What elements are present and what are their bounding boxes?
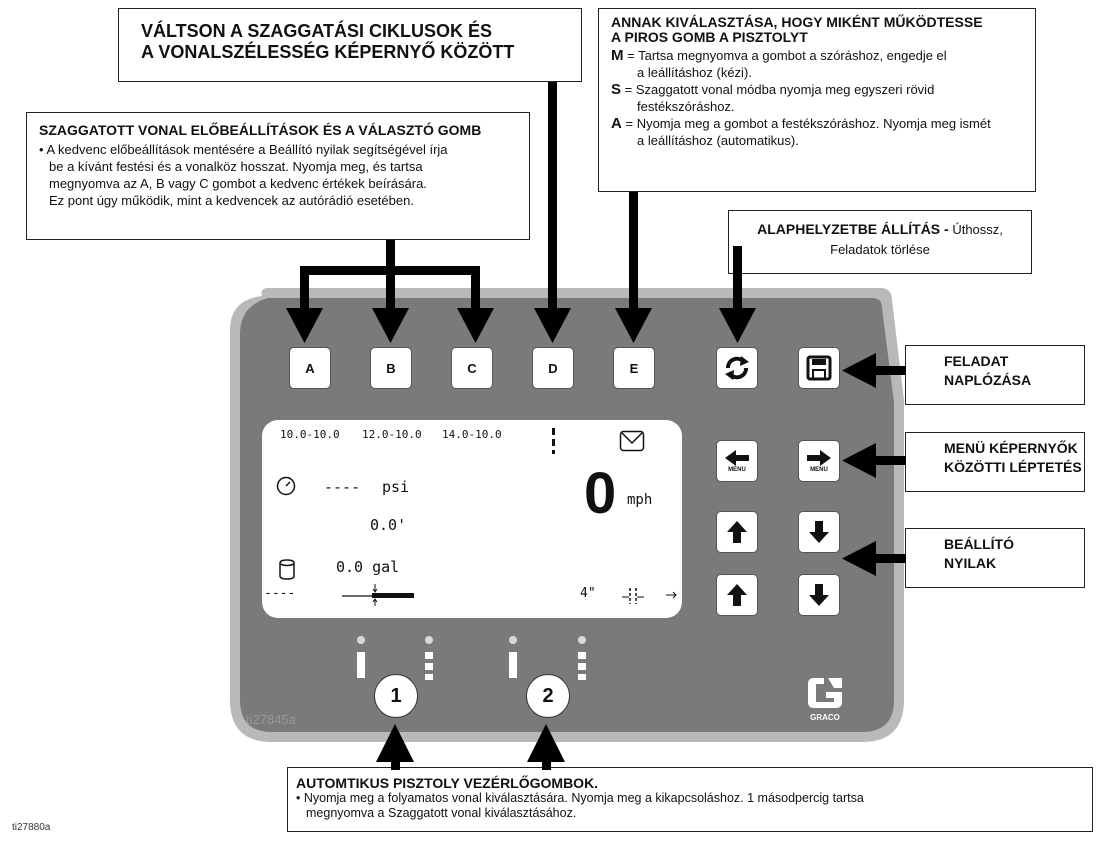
distance-value: 0.0' [370,516,407,534]
up-arrow-icon [727,521,747,543]
adjust-up-button-1[interactable] [716,511,758,553]
gun-1-button[interactable]: 1 [374,674,418,718]
reset-callout: ALAPHELYZETBE ÁLLÍTÁS - Úthossz, Feladat… [728,210,1032,274]
panel-id-label: ti27845a [246,712,296,727]
preset-a-button[interactable]: A [289,347,331,389]
menu-left-button[interactable]: MENU [716,440,758,482]
graco-logo: GRACO [800,676,850,722]
gap-dashes: ---- [264,586,296,601]
gun2-solid-led [509,636,517,644]
trigger-callout-title: ANNAK KIVÁLASZTÁSA, HOGY MIKÉNT MŰKÖDTES… [611,14,983,45]
line-width-value: 4" [580,586,596,601]
pressure-unit: psi [382,478,410,496]
trigger-mode-e-button[interactable]: E [613,347,655,389]
gun2-skip-indicator [578,652,586,680]
reset-icon [725,356,749,380]
presets-callout-body: • A kedvenc előbeállítások mentésére a B… [39,142,448,208]
trigger-mode-callout: ANNAK KIVÁLASZTÁSA, HOGY MIKÉNT MŰKÖDTES… [598,8,1036,192]
up-arrow-icon [727,584,747,606]
gun1-solid-led [357,636,365,644]
adjust-callout: BEÁLLÍTÓ NYILAK [905,528,1085,588]
presets-callout-title: SZAGGATOTT VONAL ELŐBEÁLLÍTÁSOK ÉS A VÁL… [39,122,482,138]
log-callout: FELADAT NAPLÓZÁSA [905,345,1085,405]
preset-2-value: 12.0-10.0 [362,428,422,441]
trigger-callout-body: M = Tartsa megnyomva a gombot a szórásho… [611,47,991,148]
down-arrow-icon [809,584,829,606]
preset-c-button[interactable]: C [451,347,493,389]
toggle-screens-callout: VÁLTSON A SZAGGATÁSI CIKLUSOK ÉS A VONAL… [118,8,582,82]
line-width-icon [622,588,677,604]
tank-icon [279,559,295,580]
reset-button[interactable] [716,347,758,389]
menu-callout: MENÜ KÉPERNYŐK KÖZÖTTI LÉPTETÉS [905,432,1085,492]
lcd-screen: 10.0-10.0 12.0-10.0 14.0-10.0 ---- psi 0… [262,420,682,618]
gun-2-button[interactable]: 2 [526,674,570,718]
adjust-down-button-1[interactable] [798,511,840,553]
gun1-solid-indicator [357,652,365,678]
toggle-callout-title: VÁLTSON A SZAGGATÁSI CIKLUSOK ÉS A VONAL… [141,21,515,62]
right-arrow-icon [807,450,831,466]
pressure-gauge-icon [276,476,296,496]
line-width-bar [342,584,414,606]
gun-buttons-callout: AUTOMTIKUS PISZTOLY VEZÉRLŐGOMBOK. • Nyo… [287,767,1093,832]
gun2-skip-led [578,636,586,644]
adjust-down-button-2[interactable] [798,574,840,616]
gun1-skip-led [425,636,433,644]
pressure-value: ---- [324,478,361,496]
figure-id: ti27880a [12,822,51,833]
skip-line-indicator [552,428,555,454]
adjust-up-button-2[interactable] [716,574,758,616]
speed-unit: mph [627,492,653,508]
down-arrow-icon [809,521,829,543]
gallons-value: 0.0 gal [336,558,400,576]
save-icon [806,355,832,381]
gun-callout-title: AUTOMTIKUS PISZTOLY VEZÉRLŐGOMBOK. [296,775,599,791]
job-log-button[interactable] [798,347,840,389]
left-arrow-icon [725,450,749,466]
speed-value: 0 [584,461,617,526]
toggle-screen-d-button[interactable]: D [532,347,574,389]
presets-callout: SZAGGATOTT VONAL ELŐBEÁLLÍTÁSOK ÉS A VÁL… [26,112,530,240]
graco-logo-icon [808,678,842,708]
preset-b-button[interactable]: B [370,347,412,389]
preset-1-value: 10.0-10.0 [280,428,340,441]
preset-3-value: 14.0-10.0 [442,428,502,441]
mail-icon [619,430,645,452]
menu-right-button[interactable]: MENU [798,440,840,482]
gun1-skip-indicator [425,652,433,680]
gun2-solid-indicator [509,652,517,678]
